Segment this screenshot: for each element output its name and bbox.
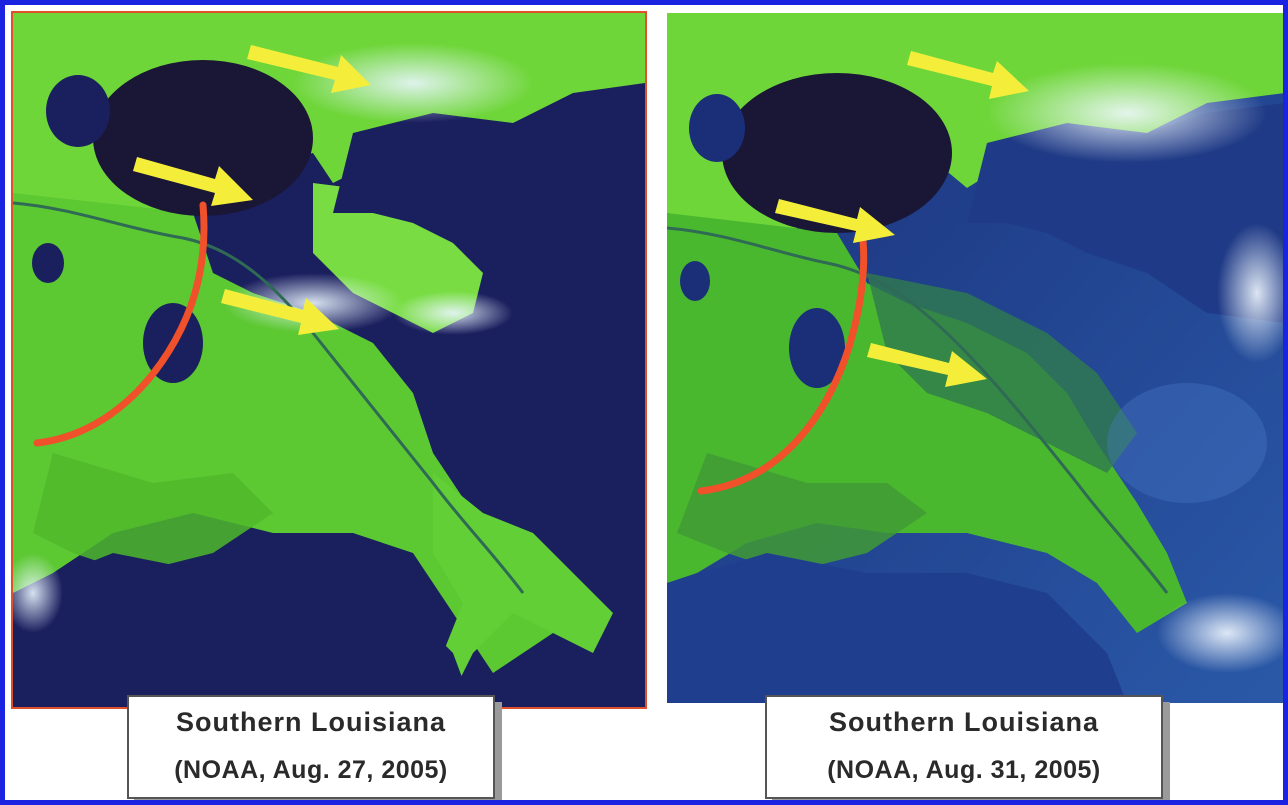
caption-right: Southern Louisiana (NOAA, Aug. 31, 2005) [765, 695, 1163, 799]
mississippi-river [13, 201, 525, 594]
lake-maurepas [46, 75, 110, 147]
arrow-icon [247, 45, 371, 93]
satellite-map-left [13, 13, 645, 707]
caption-left: Southern Louisiana (NOAA, Aug. 27, 2005) [127, 695, 495, 799]
arrow-icon [221, 289, 339, 335]
caption-source-date: (NOAA, Aug. 27, 2005) [174, 756, 448, 784]
lake-pontchartrain [93, 60, 313, 216]
small-lake [680, 261, 710, 301]
cloud [1217, 223, 1283, 363]
arrow-icon [133, 157, 253, 206]
mainland-west [13, 193, 553, 673]
cloud [393, 291, 513, 335]
caption-title: Southern Louisiana [828, 707, 1100, 737]
marsh [33, 453, 273, 573]
satellite-image-aug-27 [11, 11, 647, 709]
storm-path-curve [697, 237, 868, 495]
satellite-map-right [667, 13, 1283, 703]
small-lake [32, 243, 64, 283]
caption-source-date: (NOAA, Aug. 31, 2005) [827, 756, 1101, 784]
lake-borgne [333, 93, 645, 313]
southern-water [667, 553, 1127, 703]
lake-borgne [967, 103, 1283, 323]
cloud [987, 63, 1267, 163]
haze [1107, 383, 1267, 503]
cloud [1157, 593, 1283, 673]
west-lake [789, 308, 845, 388]
satellite-image-aug-31 [667, 13, 1283, 703]
lake-maurepas [689, 94, 745, 162]
cloud [293, 43, 533, 123]
river-delta [433, 473, 613, 693]
arrow-icon [775, 199, 895, 243]
storm-path-curve [33, 201, 208, 447]
lake-pontchartrain [722, 73, 952, 233]
southern-water [13, 553, 473, 707]
cloud [223, 273, 403, 333]
arrow-icon [907, 51, 1029, 99]
cloud [13, 553, 63, 633]
arrow-icon [867, 343, 987, 387]
caption-title: Southern Louisiana [175, 707, 447, 737]
mississippi-river [667, 226, 1169, 594]
